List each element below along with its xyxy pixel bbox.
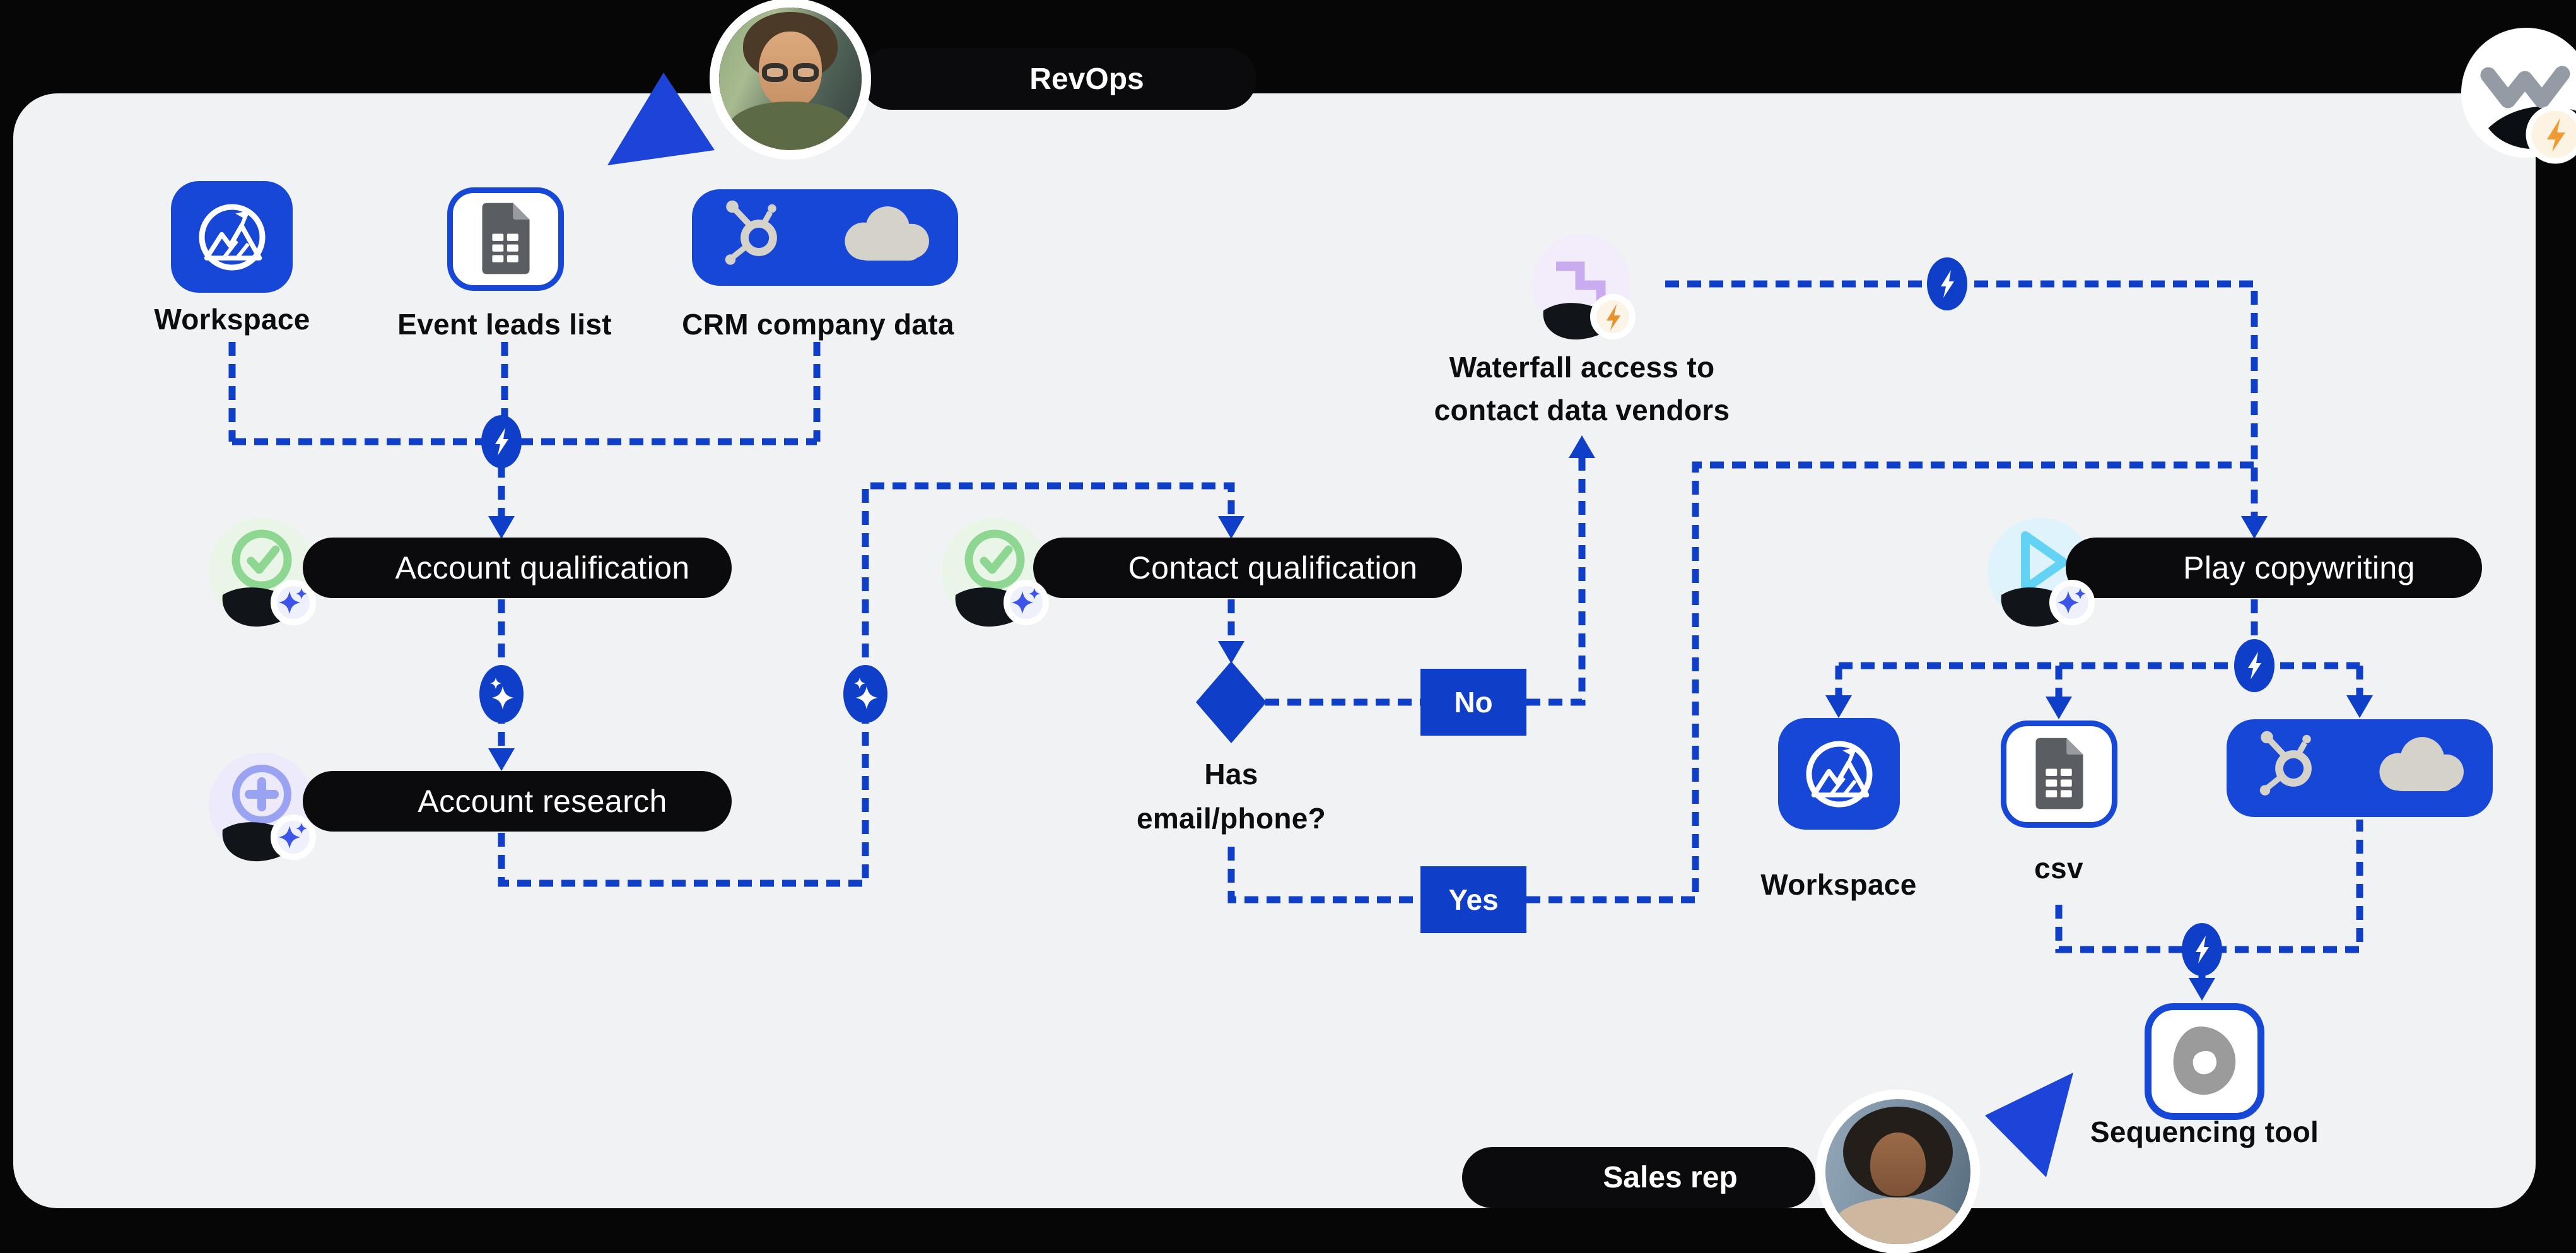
workspace-output-tile	[1778, 718, 1900, 830]
waterfall-label: Waterfall access to contact data vendors	[1434, 351, 1730, 426]
decision-no-box: No	[1420, 669, 1526, 736]
hubspot-icon	[2259, 731, 2312, 796]
waterfall-badge	[1512, 221, 1651, 360]
workspace-mountain-icon	[1806, 741, 1872, 807]
account-research-badge	[192, 743, 331, 881]
lightning-badge-icon	[2526, 105, 2576, 164]
sheet-doc-icon	[481, 203, 530, 274]
sales-rep-cursor-icon	[1977, 1066, 2081, 1183]
arrowheads	[488, 435, 2373, 1001]
stairs-icon	[1556, 261, 1606, 305]
lightning-badge-icon	[1590, 294, 1636, 339]
revops-label: RevOps	[1029, 62, 1144, 96]
lightning-node-icon	[2234, 639, 2274, 692]
diagram-canvas	[13, 93, 2536, 1208]
sequencing-tool-tile	[2145, 1003, 2264, 1120]
contact-qualification-badge	[925, 508, 1064, 647]
hubspot-icon	[725, 200, 777, 265]
sales-rep-label: Sales rep	[1603, 1161, 1738, 1194]
sparkle-badge-icon	[1004, 580, 1049, 625]
connector-sources-to-junction	[228, 342, 821, 529]
sparkle-badge-icon	[271, 815, 316, 860]
lightning-node-icon	[1927, 257, 1967, 310]
sequencing-tool-label: Sequencing tool	[2090, 1115, 2319, 1148]
decision-diamond	[1196, 661, 1267, 743]
play-copywriting-pill: Play copywriting	[2066, 538, 2482, 598]
salesforce-icon	[2379, 736, 2464, 791]
connector-waterfall-to-play	[1665, 280, 2258, 529]
connector-play-fanout	[1835, 599, 2363, 712]
salesforce-icon	[845, 206, 929, 261]
connector-diamond-to-yes	[1227, 847, 1420, 903]
w-logo-icon	[2480, 66, 2570, 109]
lightning-node-icon	[481, 415, 522, 468]
sparkle-node-icon	[479, 665, 524, 723]
sales-rep-avatar	[1816, 1090, 1980, 1253]
play-copywriting-badge	[1971, 508, 2110, 647]
csv-label: csv	[2034, 852, 2083, 885]
lightning-node-icon	[2182, 923, 2222, 976]
account-research-pill: Account research	[303, 771, 732, 832]
event-leads-tile	[447, 187, 564, 291]
crm-tile	[692, 189, 958, 286]
workspace-mountain-icon	[199, 204, 265, 270]
contact-qualification-pill: Contact qualification	[1033, 538, 1462, 598]
revops-cursor-icon	[599, 66, 722, 174]
outreach-pebble-icon	[2173, 1026, 2236, 1095]
sales-rep-pill: Sales rep	[1462, 1147, 1815, 1208]
account-qualification-badge	[192, 508, 331, 647]
account-qualification-pill: Account qualification	[303, 538, 732, 598]
crm-label: CRM company data	[682, 308, 954, 341]
sparkle-badge-icon	[271, 580, 316, 625]
event-leads-label: Event leads list	[397, 308, 612, 341]
csv-tile	[2001, 721, 2117, 828]
revops-avatar	[710, 0, 871, 160]
connector-yes-to-play	[1526, 461, 2254, 903]
workspace-source-label: Workspace	[154, 303, 310, 336]
workspace-tile	[171, 181, 293, 293]
decision-yes-box: Yes	[1420, 866, 1526, 933]
connector-no-to-waterfall	[1526, 445, 1586, 706]
sheet-doc-icon	[2035, 738, 2083, 809]
sparkle-badge-icon	[2049, 580, 2095, 625]
crm-output-tile	[2227, 719, 2493, 817]
workspace-output-label: Workspace	[1760, 868, 1917, 901]
sparkle-node-icon	[843, 665, 887, 723]
brand-logo	[2457, 22, 2576, 164]
decision-label: Has email/phone?	[1136, 758, 1326, 835]
revops-pill: RevOps	[860, 48, 1256, 110]
